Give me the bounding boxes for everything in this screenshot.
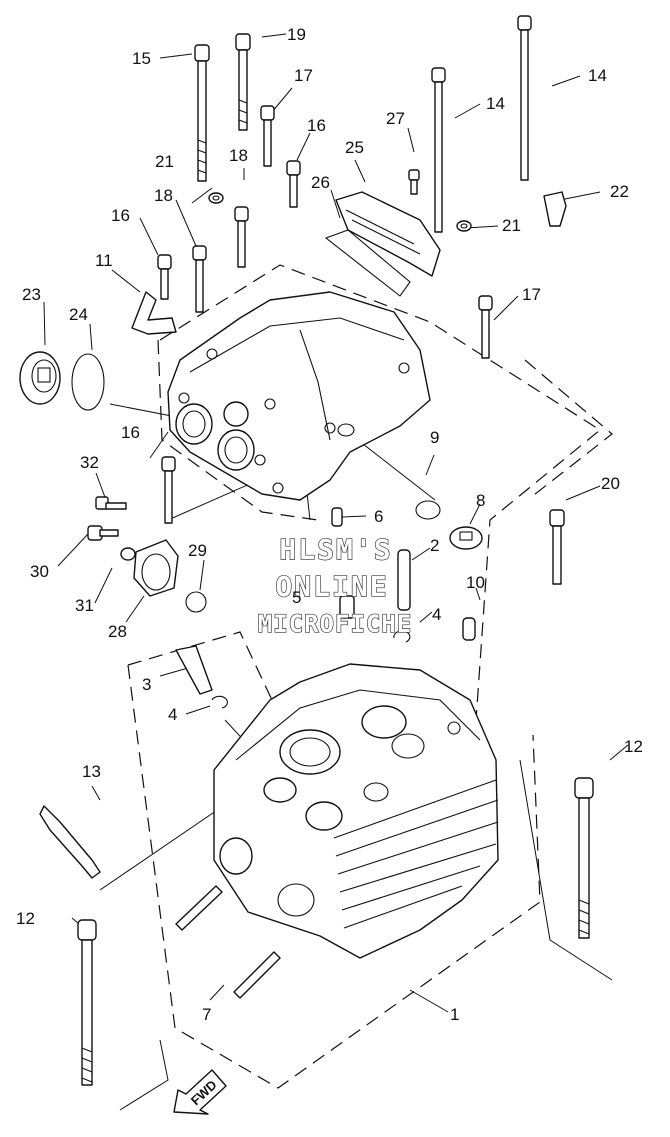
callout-16-top: 16 [307,116,326,135]
watermark-line-3: MICROFICHE [258,610,413,638]
callout-labels: 1 2 3 4 4 5 6 7 8 9 10 11 12 12 13 14 14… [16,25,643,1024]
callout-19: 19 [287,25,306,44]
callout-32: 32 [80,453,99,472]
callout-6: 6 [374,507,383,526]
small-parts [19,169,567,879]
callout-4-right: 4 [432,605,441,624]
callout-11: 11 [95,251,113,270]
assembly-outline [127,264,613,1089]
watermark-line-2: ONLINE [275,570,388,603]
callout-5: 5 [292,588,301,607]
cylinder-head [213,663,499,959]
callout-26: 26 [311,173,330,192]
callout-10: 10 [466,573,485,592]
callout-17-top: 17 [294,66,313,85]
callout-20: 20 [601,474,620,493]
callout-23: 23 [22,285,41,304]
callout-27: 27 [386,109,405,128]
callout-1: 1 [450,1005,459,1024]
callout-25: 25 [345,138,364,157]
callout-21-right: 21 [502,216,521,235]
cylinder-head-bolts [77,15,594,1086]
callout-18-left: 18 [154,186,173,205]
callout-21-left: 21 [155,152,174,171]
callout-16-lower: 16 [121,423,140,442]
watermark-line-1: HLSM'S [279,533,392,566]
callout-17-right: 17 [522,285,541,304]
callout-22: 22 [610,182,629,201]
callout-14-left: 14 [486,94,505,113]
callout-29: 29 [188,541,207,560]
callout-4-left: 4 [168,705,177,724]
callout-13: 13 [82,762,101,781]
callout-14-right: 14 [588,66,607,85]
callout-2: 2 [430,536,439,555]
callout-18-upper: 18 [229,146,248,165]
callout-12-left: 12 [16,909,35,928]
callout-9: 9 [430,428,439,447]
callout-12-right: 12 [624,737,643,756]
callout-16-left: 16 [111,206,130,225]
callout-8: 8 [476,491,485,510]
callout-24: 24 [69,305,88,324]
camshaft-housing [167,291,431,501]
forward-arrow: FWD [173,1069,227,1115]
callout-3: 3 [142,675,151,694]
callout-31: 31 [75,596,94,615]
callout-7: 7 [202,1005,211,1024]
callout-30: 30 [30,562,49,581]
callout-28: 28 [108,622,127,641]
watermark: HLSM'S ONLINE MICROFICHE [257,532,413,638]
callout-15: 15 [132,49,151,68]
